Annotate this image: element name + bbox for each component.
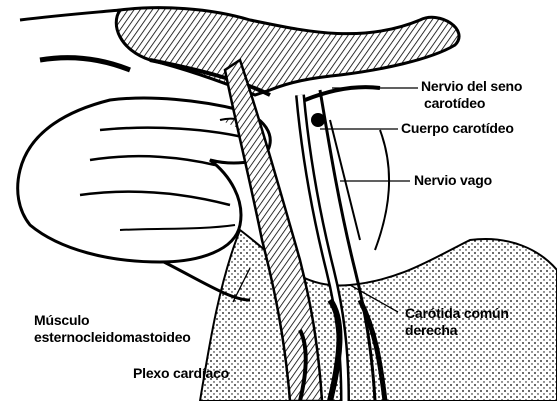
label-musculo-esternocleidomastoideo: Músculo esternocleidomastoideo	[34, 312, 191, 346]
label-musculo-line1: Músculo	[34, 312, 191, 329]
label-cuerpo-carotideo: Cuerpo carotídeo	[401, 120, 514, 137]
label-carotida-line2: derecha	[405, 322, 509, 339]
label-nervio-seno-line1: Nervio del seno	[421, 78, 522, 95]
label-nervio-vago-text: Nervio vago	[414, 172, 492, 189]
label-musculo-line2: esternocleidomastoideo	[34, 329, 191, 346]
label-nervio-seno-carotideo: Nervio del seno carotídeo	[421, 78, 522, 112]
hand-illustration	[18, 98, 270, 262]
label-nervio-vago: Nervio vago	[414, 172, 492, 189]
label-plexo-cardiaco: Plexo cardíaco	[133, 365, 229, 382]
label-plexo-cardiaco-text: Plexo cardíaco	[133, 365, 229, 382]
label-cuerpo-carotideo-text: Cuerpo carotídeo	[401, 120, 514, 137]
label-carotida-comun-derecha: Carótida común derecha	[405, 305, 509, 339]
label-nervio-seno-line2: carotídeo	[421, 95, 522, 112]
label-carotida-line1: Carótida común	[405, 305, 509, 322]
